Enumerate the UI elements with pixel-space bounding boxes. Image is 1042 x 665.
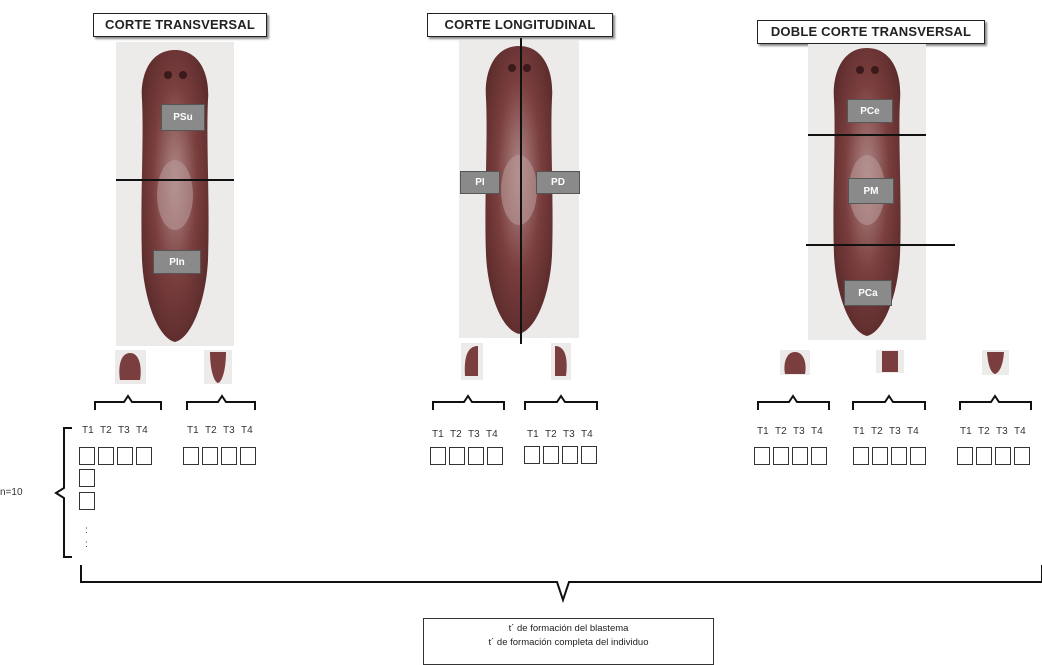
- bottom-bracket: [81, 565, 1042, 600]
- footer-line-blastema: t´ de formación del blastema: [424, 622, 713, 636]
- continuation-dots-1: :: [85, 525, 88, 536]
- fragment-thumb-pca: [982, 350, 1009, 375]
- replicate-square-2: [79, 469, 95, 487]
- sample-squares-psu: [79, 447, 152, 465]
- sample-squares-pce: [754, 447, 827, 465]
- fragment-thumb-pin: [204, 350, 232, 384]
- fragment-thumb-psu: [115, 350, 146, 384]
- sample-squares-pin: [183, 447, 256, 465]
- fragment-label-pd: PD: [536, 171, 580, 194]
- sample-squares-pm: [853, 447, 926, 465]
- fragment-thumb-pi: [461, 343, 483, 380]
- fragment-thumb-pce: [780, 350, 810, 375]
- footer-line-individuo: t´ de formación completa del individuo: [424, 636, 713, 650]
- fragment-label-psu: PSu: [161, 104, 205, 131]
- sample-squares-pd: [524, 446, 597, 464]
- fragment-label-pca: PCa: [844, 280, 892, 306]
- sample-size-label: n=10: [0, 487, 23, 498]
- fragment-label-pm: PM: [848, 178, 894, 204]
- continuation-dots-2: :: [85, 539, 88, 550]
- n-bracket: [56, 428, 72, 557]
- fragment-label-pce: PCe: [847, 99, 893, 123]
- fragment-label-pi: PI: [460, 171, 500, 194]
- measurement-description-box: t´ de formación del blastema t´ de forma…: [423, 618, 714, 665]
- fragment-thumb-pd: [551, 343, 571, 380]
- group-brackets: [95, 396, 1031, 410]
- fragment-label-pin: PIn: [153, 250, 201, 274]
- fragment-thumb-pm: [876, 350, 904, 373]
- sample-squares-pca: [957, 447, 1030, 465]
- planarian-image-transversal: [116, 42, 234, 346]
- sample-squares-pi: [430, 447, 503, 465]
- replicate-square-3: [79, 492, 95, 510]
